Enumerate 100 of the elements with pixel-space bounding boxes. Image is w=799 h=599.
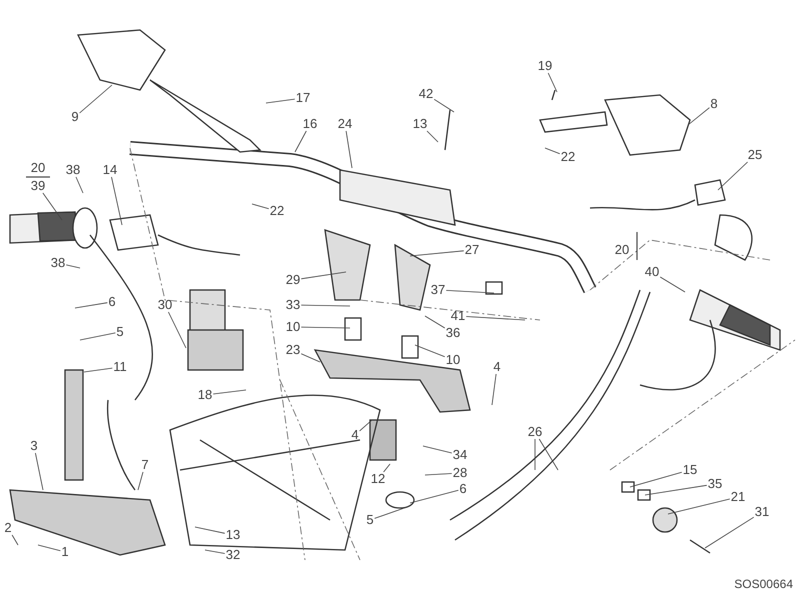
callout-number: 26: [526, 425, 544, 439]
callout-number: 19: [536, 59, 554, 73]
leader-line: [74, 302, 108, 308]
callout-number: 39: [30, 179, 46, 193]
callout-number: 11: [112, 360, 128, 374]
callout-number: 5: [365, 513, 375, 527]
callout-number: 5: [115, 325, 125, 339]
callout-number: 34: [452, 448, 468, 462]
leader-line: [424, 473, 452, 476]
callout-number: 7: [140, 458, 150, 472]
leader-line: [434, 98, 454, 112]
callout-number: 16: [302, 117, 318, 131]
callout-number: 38: [50, 256, 66, 270]
callout-number: 41: [450, 309, 466, 323]
leader-line: [300, 353, 320, 362]
callout-number: 13: [412, 117, 428, 131]
leader-line: [168, 312, 186, 348]
callout-number: 17: [294, 91, 312, 105]
leader-line: [84, 368, 113, 372]
callout-number: 10: [444, 353, 462, 367]
leader-line: [446, 290, 494, 294]
leader-line: [79, 84, 112, 114]
leader-line: [414, 344, 446, 358]
leader-line: [359, 420, 372, 432]
callout-number: 4: [492, 360, 502, 374]
leader-line: [12, 534, 18, 546]
callout-number: 31: [754, 505, 770, 519]
callout-number: 21: [730, 490, 746, 504]
leader-line: [644, 484, 708, 496]
leader-line: [534, 438, 536, 470]
callout-number: 14: [102, 163, 118, 177]
callout-number: 35: [706, 477, 724, 491]
leader-line: [66, 264, 80, 268]
leader-line: [111, 176, 122, 226]
leader-line: [204, 550, 226, 554]
leader-line: [38, 544, 61, 552]
callout-number: 2: [3, 521, 13, 535]
callout-number: 32: [224, 548, 242, 562]
callout-number: 30: [156, 298, 174, 312]
callout-number: 29: [284, 273, 302, 287]
leader-line: [424, 316, 446, 328]
callout-number: 13: [224, 528, 242, 542]
leader-line: [426, 130, 438, 142]
leader-line: [346, 130, 352, 168]
leader-line: [660, 276, 686, 292]
callout-number: 3: [29, 439, 39, 453]
leader-line: [42, 192, 62, 220]
leader-line: [300, 304, 350, 306]
leader-line: [138, 472, 144, 490]
leader-line: [704, 516, 754, 548]
callout-number: 23: [284, 343, 302, 357]
leader-line: [544, 148, 560, 154]
callout-number: 6: [458, 482, 468, 496]
leader-line: [630, 472, 682, 488]
leader-line: [492, 374, 496, 406]
leader-line: [410, 250, 464, 256]
leader-line: [300, 326, 350, 328]
leader-line: [212, 390, 246, 394]
leader-line: [718, 162, 748, 190]
leader-line: [76, 176, 84, 194]
callout-number: 12: [370, 472, 386, 486]
leader-line: [668, 498, 730, 514]
callout-number: 9: [70, 110, 80, 124]
leader-line: [252, 204, 270, 210]
leader-line: [294, 130, 307, 152]
callout-number: 40: [644, 265, 660, 279]
callout-number: 37: [430, 283, 446, 297]
callout-number: 25: [746, 148, 764, 162]
drawing-number: SOS00664: [734, 577, 793, 591]
leader-line: [422, 446, 452, 454]
callout-number: 33: [284, 298, 302, 312]
leader-line: [194, 526, 226, 534]
callout-number: 20: [30, 161, 46, 175]
callout-number: 22: [560, 150, 576, 164]
callout-number: 38: [64, 163, 82, 177]
leader-line: [300, 272, 346, 280]
callout-number: 27: [464, 243, 480, 257]
leader-line: [538, 438, 558, 470]
leader-line: [266, 98, 296, 104]
leader-line: [466, 316, 526, 320]
leader-line: [35, 452, 44, 490]
callout-number: 1: [60, 545, 70, 559]
callout-number: 10: [284, 320, 302, 334]
callout-number: 28: [452, 466, 468, 480]
callout-number: 8: [709, 97, 719, 111]
leader-line: [548, 72, 558, 92]
callout-number: 15: [682, 463, 698, 477]
callout-number: 18: [196, 388, 214, 402]
callout-number: 42: [418, 87, 434, 101]
callout-number: 24: [336, 117, 354, 131]
leader-line: [383, 464, 390, 472]
callout-number: 36: [444, 326, 462, 340]
leader-line: [410, 490, 459, 504]
callout-number: 6: [107, 295, 117, 309]
callout-number: 22: [268, 204, 286, 218]
leader-line: [80, 332, 116, 340]
leader-line: [688, 107, 710, 126]
callout-number: 20: [614, 243, 630, 257]
callout-number: 4: [350, 428, 360, 442]
leader-line: [374, 506, 410, 519]
